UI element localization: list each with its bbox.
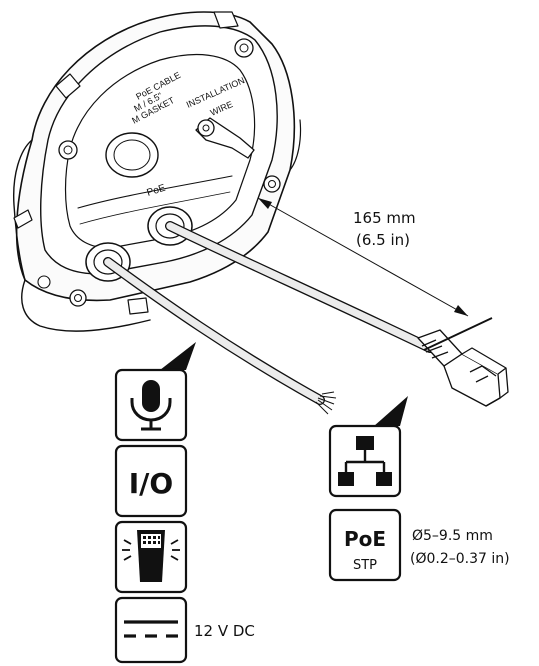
poe-diameter-in: (Ø0.2–0.37 in) xyxy=(410,551,510,567)
dc-power-icon xyxy=(124,620,178,638)
length-dimension xyxy=(257,197,493,351)
callout-pointer xyxy=(160,342,196,370)
power-label: 12 V DC xyxy=(194,622,255,640)
power-icon-box xyxy=(114,596,188,664)
installation-wire-anchor xyxy=(195,117,255,159)
screw-icon xyxy=(234,38,254,58)
cable-gland-blank xyxy=(105,132,159,178)
io-icon-box: I/O xyxy=(114,444,188,518)
network-icon-box xyxy=(328,424,402,498)
microphone-icon xyxy=(130,380,172,431)
screw-icon xyxy=(69,289,87,307)
network-cable xyxy=(165,221,435,353)
remote-icon-box xyxy=(114,520,188,594)
camera-housing: PoE CABLE M / 6.5" M GASKET INSTALLATION… xyxy=(12,11,302,332)
length-mm: 165 mm xyxy=(353,209,416,227)
screw-icon xyxy=(37,275,51,289)
remote-control-icon xyxy=(122,530,180,582)
poe-title: PoE xyxy=(344,527,386,551)
poe-icon-box: PoE STP xyxy=(328,508,402,582)
poe-sub: STP xyxy=(353,558,377,573)
callout-pointer xyxy=(374,396,408,426)
screw-icon xyxy=(263,175,281,193)
rj45-connector xyxy=(417,329,509,407)
network-icon xyxy=(338,436,392,486)
audio-icon-box xyxy=(114,368,188,442)
length-in: (6.5 in) xyxy=(356,231,410,249)
io-label: I/O xyxy=(129,467,173,500)
multi-conductor-cable xyxy=(103,257,337,415)
poe-diameter-mm: Ø5–9.5 mm xyxy=(412,528,493,544)
screw-icon xyxy=(58,140,78,160)
